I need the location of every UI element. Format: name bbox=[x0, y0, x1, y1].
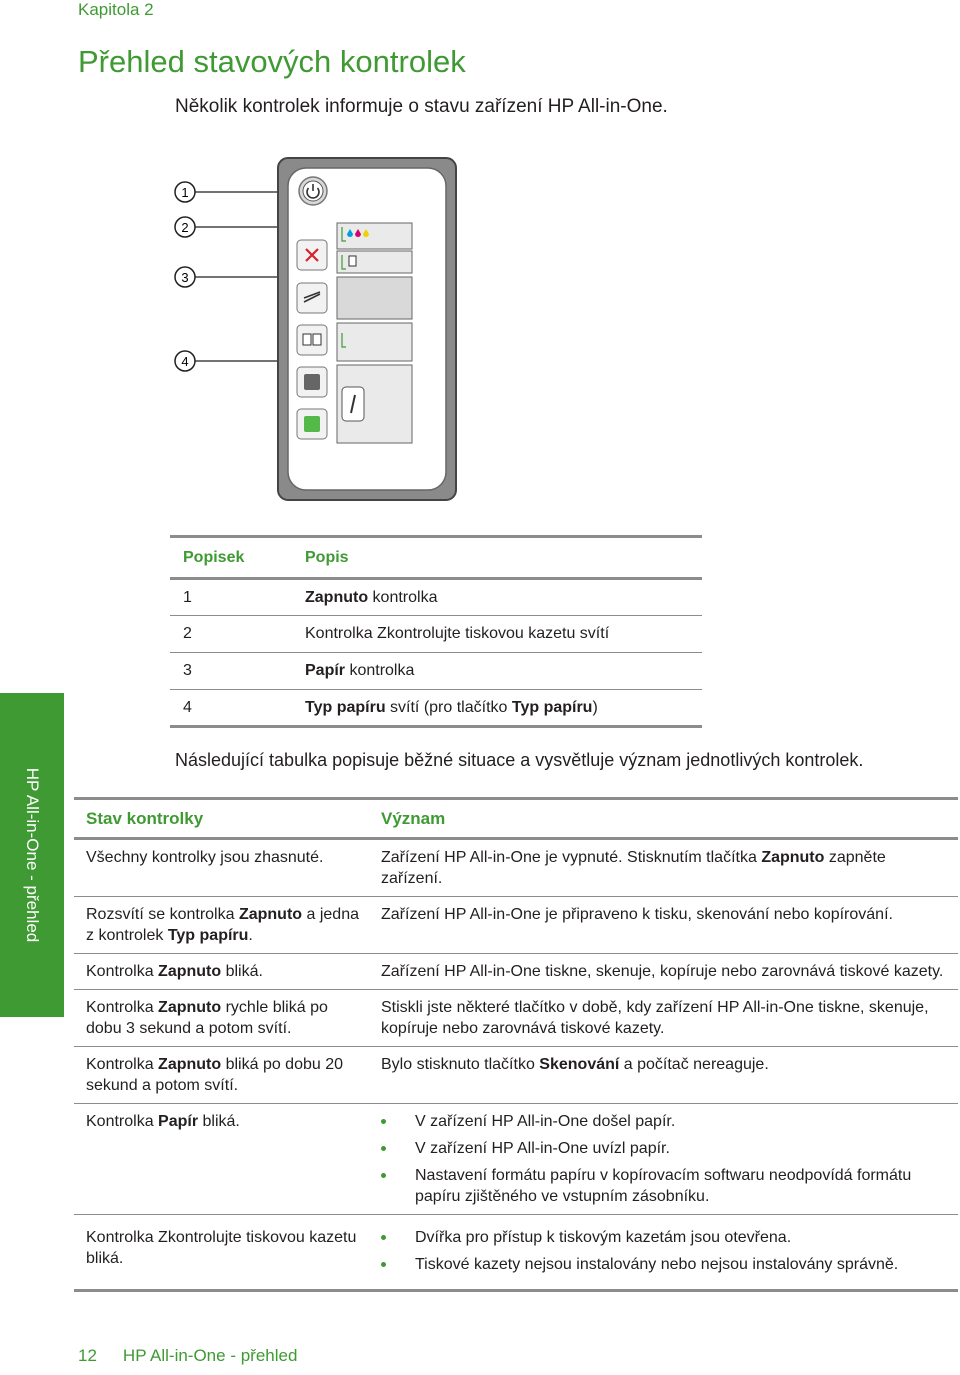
list-item: Tiskové kazety nejsou instalovány nebo n… bbox=[381, 1254, 950, 1275]
column-header-description: Popis bbox=[305, 535, 702, 580]
bullet-list: Dvířka pro přístup k tiskovým kazetám js… bbox=[381, 1227, 950, 1275]
list-item: Dvířka pro přístup k tiskovým kazetám js… bbox=[381, 1227, 950, 1248]
light-meaning: Zařízení HP All-in-One tiskne, skenuje, … bbox=[369, 953, 958, 990]
column-header-label: Popisek bbox=[170, 535, 305, 580]
copy-color-button-icon bbox=[296, 408, 328, 440]
light-state: Kontrolka Zapnuto bliká po dobu 20 sekun… bbox=[74, 1046, 369, 1104]
footer-text: HP All-in-One - přehled bbox=[122, 1346, 298, 1365]
row-label: 3 bbox=[170, 652, 305, 690]
light-meaning: Bylo stisknuto tlačítko Skenování a počí… bbox=[369, 1046, 958, 1104]
page-title: Přehled stavových kontrolek bbox=[78, 44, 466, 79]
callout-legend-table: Popisek Popis 1 Zapnuto kontrolka 2 Kont… bbox=[170, 535, 702, 728]
table-row: Rozsvítí se kontrolka Zapnuto a jedna z … bbox=[74, 896, 958, 954]
light-meaning: Zařízení HP All-in-One je vypnuté. Stisk… bbox=[369, 838, 958, 897]
list-item: V zařízení HP All-in-One uvízl papír. bbox=[381, 1138, 950, 1159]
copy-icon bbox=[296, 324, 328, 356]
callout-4: 4 bbox=[181, 354, 188, 369]
row-description: Kontrolka Zkontrolujte tiskovou kazetu s… bbox=[305, 615, 702, 653]
row-description: Typ papíru svítí (pro tlačítko Typ papír… bbox=[305, 689, 702, 728]
page-number: 12 bbox=[78, 1346, 97, 1365]
light-state: Kontrolka Papír bliká. bbox=[74, 1103, 369, 1215]
light-state: Kontrolka Zkontrolujte tiskovou kazetu b… bbox=[74, 1214, 369, 1292]
row-label: 2 bbox=[170, 615, 305, 653]
cancel-icon bbox=[296, 239, 328, 271]
row-description: Zapnuto kontrolka bbox=[305, 578, 702, 616]
callout-2: 2 bbox=[181, 220, 188, 235]
section-side-tab: HP All-in-One - přehled bbox=[0, 693, 64, 1017]
copy-black-button-icon bbox=[296, 366, 328, 398]
paper-icon bbox=[341, 255, 357, 270]
table-header-row: Popisek Popis bbox=[170, 535, 702, 580]
light-meaning: Dvířka pro přístup k tiskovým kazetám js… bbox=[369, 1214, 958, 1292]
ink-drop-icon bbox=[341, 227, 369, 242]
table-row: 3 Papír kontrolka bbox=[170, 652, 702, 690]
side-tab-label: HP All-in-One - přehled bbox=[23, 767, 42, 943]
table-intro: Následující tabulka popisuje běžné situa… bbox=[175, 750, 864, 770]
control-panel-illustration: 1 2 3 4 bbox=[170, 155, 460, 505]
column-header-meaning: Význam bbox=[369, 797, 958, 840]
light-state: Kontrolka Zapnuto rychle bliká po dobu 3… bbox=[74, 989, 369, 1047]
table-row: Všechny kontrolky jsou zhasnuté. Zařízen… bbox=[74, 838, 958, 897]
power-button-icon bbox=[298, 176, 328, 206]
table-row: 2 Kontrolka Zkontrolujte tiskovou kazetu… bbox=[170, 615, 702, 653]
table-row: Kontrolka Zapnuto bliká. Zařízení HP All… bbox=[74, 953, 958, 990]
list-item: Nastavení formátu papíru v kopírovacím s… bbox=[381, 1165, 950, 1207]
table-row: Kontrolka Zkontrolujte tiskovou kazetu b… bbox=[74, 1214, 958, 1292]
light-meaning: Stiskli jste některé tlačítko v době, kd… bbox=[369, 989, 958, 1047]
light-meaning: Zařízení HP All-in-One je připraveno k t… bbox=[369, 896, 958, 954]
chapter-label: Kapitola 2 bbox=[78, 0, 154, 19]
table-row: 1 Zapnuto kontrolka bbox=[170, 578, 702, 616]
bullet-list: V zařízení HP All-in-One došel papír. V … bbox=[381, 1111, 950, 1207]
table-row: Kontrolka Zapnuto rychle bliká po dobu 3… bbox=[74, 989, 958, 1047]
column-header-state: Stav kontrolky bbox=[74, 797, 369, 840]
callout-3: 3 bbox=[181, 270, 188, 285]
light-state: Všechny kontrolky jsou zhasnuté. bbox=[74, 838, 369, 897]
row-description: Papír kontrolka bbox=[305, 652, 702, 690]
callout-1: 1 bbox=[181, 185, 188, 200]
row-label: 4 bbox=[170, 689, 305, 728]
intro-paragraph: Několik kontrolek informuje o stavu zaří… bbox=[175, 96, 668, 117]
table-header-row: Stav kontrolky Význam bbox=[74, 797, 958, 840]
copy-count-display-icon bbox=[341, 386, 365, 422]
light-meaning: V zařízení HP All-in-One došel papír. V … bbox=[369, 1103, 958, 1215]
scan-icon bbox=[296, 282, 328, 314]
table-row: Kontrolka Zapnuto bliká po dobu 20 sekun… bbox=[74, 1046, 958, 1104]
table-row: 4 Typ papíru svítí (pro tlačítko Typ pap… bbox=[170, 689, 702, 728]
page-footer: 12 HP All-in-One - přehled bbox=[78, 1346, 323, 1366]
list-item: V zařízení HP All-in-One došel papír. bbox=[381, 1111, 950, 1132]
table-row: Kontrolka Papír bliká. V zařízení HP All… bbox=[74, 1103, 958, 1215]
light-state: Rozsvítí se kontrolka Zapnuto a jedna z … bbox=[74, 896, 369, 954]
status-light-table: Stav kontrolky Význam Všechny kontrolky … bbox=[74, 797, 958, 1292]
light-state: Kontrolka Zapnuto bliká. bbox=[74, 953, 369, 990]
row-label: 1 bbox=[170, 578, 305, 616]
